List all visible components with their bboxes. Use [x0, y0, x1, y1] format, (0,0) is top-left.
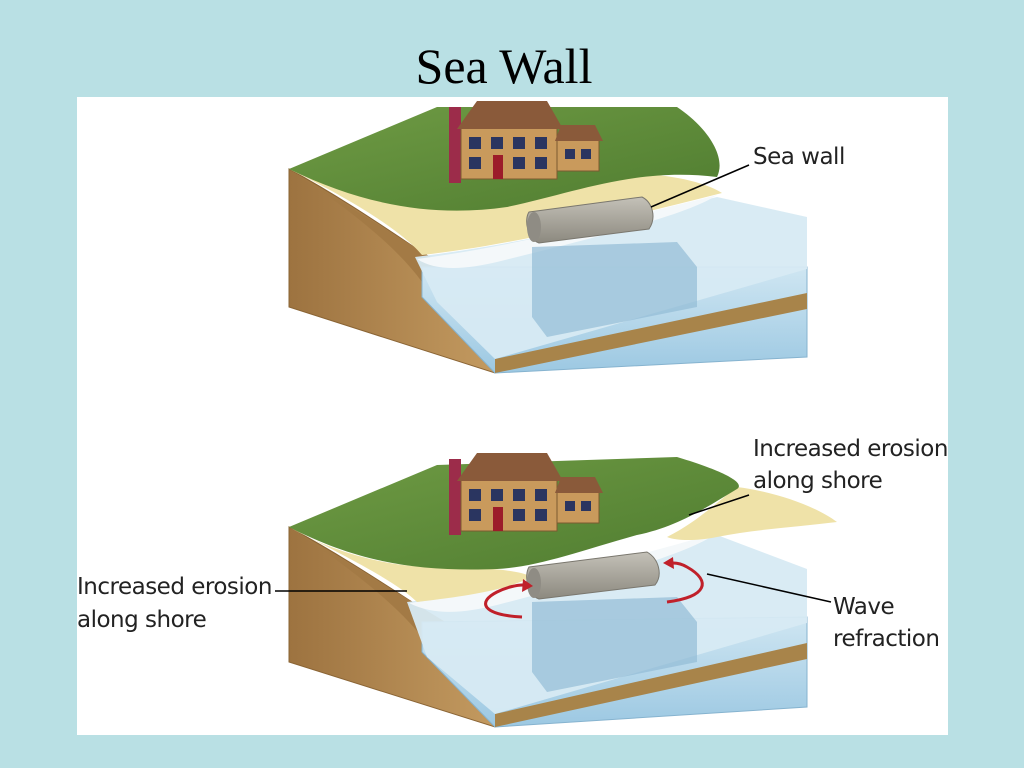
erosion-right-leader	[688, 494, 750, 516]
bottom-house	[449, 453, 603, 535]
sea-wall-leader	[650, 164, 750, 208]
right-refraction-arrow	[666, 561, 704, 604]
slide-title: Sea Wall	[415, 38, 593, 94]
figure-panel: Sea wall Increased erosion along shore I…	[77, 97, 948, 735]
top-sea-wall	[526, 196, 654, 244]
erosion-right-label-line1: Increased erosion	[753, 436, 948, 462]
erosion-left-label-line2: along shore	[77, 607, 207, 633]
erosion-left-label-line1: Increased erosion	[77, 574, 272, 600]
bottom-wall-submerged	[532, 597, 697, 692]
top-seabed	[495, 293, 807, 373]
bottom-beach-right	[667, 487, 837, 540]
top-house	[449, 101, 603, 183]
wave-refraction-label-line2: refraction	[833, 626, 940, 652]
right-arrowhead	[663, 557, 674, 569]
wave-refraction-label-line1: Wave	[833, 594, 895, 620]
sea-wall-illustration	[275, 101, 837, 728]
bottom-sea-wall	[526, 551, 660, 600]
top-landscape-block	[288, 101, 808, 374]
left-refraction-arrow	[484, 583, 524, 619]
wave-refraction-leader	[706, 573, 832, 603]
top-wall-submerged	[532, 242, 697, 337]
bottom-surf	[409, 533, 717, 612]
erosion-right-label-line2: along shore	[753, 468, 883, 494]
left-arrowhead	[522, 579, 533, 592]
sea-wall-label: Sea wall	[753, 144, 845, 170]
wave-refraction-arrows	[484, 557, 704, 619]
bottom-seabed	[495, 643, 807, 727]
bottom-landscape-block	[275, 453, 837, 728]
top-beach	[289, 169, 722, 255]
bottom-beach	[289, 527, 532, 602]
